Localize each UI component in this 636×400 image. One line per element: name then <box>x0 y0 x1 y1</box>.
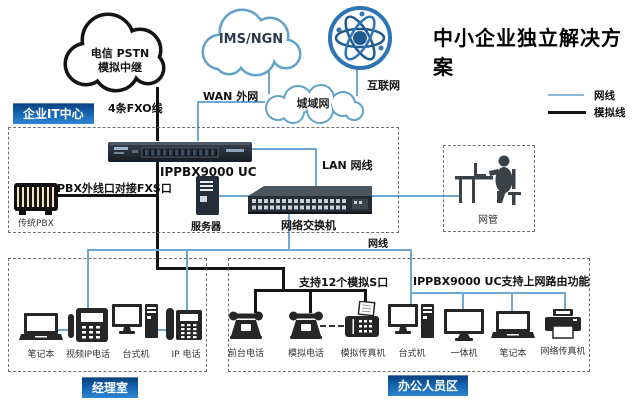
line-ippbx-analog-down <box>156 162 159 270</box>
line-internet-to-metro <box>356 66 358 96</box>
device-label: 笔记本 <box>499 349 527 359</box>
line-ims-to-metro <box>268 70 270 94</box>
line-drop-network-fax <box>564 292 566 314</box>
laptop-icon <box>19 313 63 340</box>
router-feature-label: IPPBX9000 UC支持上网路由功能 <box>413 275 590 288</box>
legend-analog-label: 模拟线 <box>594 107 626 119</box>
pbx-fxs-label: PBX外线口对接FXS口 <box>57 182 172 195</box>
line-drop-video-phone <box>87 249 89 311</box>
line-network-branch-bar <box>410 292 566 294</box>
analog-phone-icon <box>289 311 323 339</box>
pstn-cloud-line2: 模拟中继 <box>98 61 142 74</box>
line-network-trunk <box>87 249 412 251</box>
legend-network-line-swatch <box>548 94 584 96</box>
line-office-feed <box>410 249 412 294</box>
internet-label: 互联网 <box>367 79 400 92</box>
pstn-cloud-icon <box>63 12 166 93</box>
ims-cloud-icon <box>201 8 302 77</box>
line-drop-front-phone <box>254 289 257 313</box>
laptop-icon <box>491 311 535 338</box>
line-drop-office-laptop <box>511 292 513 314</box>
ippbx-label: IPPBX9000 UC <box>160 165 257 179</box>
device-label: IP 电话 <box>171 350 201 360</box>
pstn-cloud-line1: 电信 PSTN <box>90 47 150 60</box>
legend-analog-line-swatch <box>548 111 586 114</box>
analog-phone-icon <box>229 311 263 339</box>
metro-cloud-icon <box>265 84 364 124</box>
line-drop-ip-phone <box>186 249 188 311</box>
page-title: 中小企业独立解决方案 <box>433 26 622 79</box>
lan-label: LAN 网线 <box>322 159 373 172</box>
net-admin-label: 网管 <box>478 215 498 226</box>
line-wan-to-ippbx <box>197 101 199 141</box>
line-laptop-videophone <box>57 329 72 331</box>
pstn-cloud-label: 电信 PSTN 模拟中继 <box>78 47 162 75</box>
zone-box-office <box>228 258 590 372</box>
legacy-pbx-icon <box>14 183 58 211</box>
net-admin-person-icon <box>455 155 521 205</box>
switch-label: 网络交换机 <box>281 219 336 232</box>
desktop-icon <box>112 304 158 338</box>
line-switch-to-admin <box>372 195 462 197</box>
legacy-pbx-foot <box>45 211 52 215</box>
device-label: 模拟传真机 <box>340 349 386 359</box>
line-pbx-to-ippbx <box>55 194 158 197</box>
line-analog-feed <box>282 267 285 292</box>
device-label: 笔记本 <box>27 350 55 360</box>
printer-icon <box>545 309 581 339</box>
line-phone-fax-dashed <box>320 325 344 327</box>
device-label: 一体机 <box>450 349 478 359</box>
legacy-pbx-foot <box>19 211 26 215</box>
line-drop-allinone <box>462 292 464 314</box>
ippbx-device-icon <box>108 142 252 162</box>
line-wan-horizontal <box>197 101 265 103</box>
monitor-icon <box>444 309 484 341</box>
fxo-label: 4条FXO线 <box>108 102 163 115</box>
switch-icon <box>248 186 372 214</box>
internet-globe-icon <box>328 6 392 70</box>
metro-cloud-label: 城域网 <box>296 97 330 110</box>
wan-label: WAN 外网 <box>203 90 259 103</box>
legacy-pbx-label: 传统PBX <box>18 219 54 229</box>
line-pstn-to-ippbx <box>156 87 159 141</box>
line-lan-to-switch <box>315 148 317 188</box>
line-drop-analog-phone <box>309 289 312 313</box>
device-label: 台式机 <box>398 349 426 359</box>
zone-tag-it-center: 企业IT中心 <box>13 103 94 124</box>
line-drop-analog-fax <box>364 289 367 313</box>
zone-box-it-center <box>8 127 399 233</box>
zone-tag-manager: 经理室 <box>82 377 139 398</box>
line-server-to-switch <box>216 195 250 197</box>
line-drop-office-desktop <box>410 292 412 314</box>
zone-box-manager <box>8 258 207 372</box>
net-line-label: 网线 <box>368 239 388 250</box>
device-label: 模拟电话 <box>287 349 324 359</box>
zone-box-net-admin <box>443 145 535 232</box>
legend-network-label: 网线 <box>594 90 615 102</box>
server-label: 服务器 <box>191 222 221 233</box>
device-label: 视频IP电话 <box>65 350 111 360</box>
fax-icon <box>345 301 379 337</box>
video-ip-phone-icon <box>68 308 108 342</box>
device-label: 前台电话 <box>227 349 264 359</box>
ims-cloud-label: IMS/NGN <box>218 32 284 47</box>
analog-ports-label: 支持12个模拟S口 <box>299 276 389 289</box>
desktop-icon <box>388 304 434 338</box>
device-label: 台式机 <box>122 350 150 360</box>
line-analog-horizontal <box>156 267 285 270</box>
ip-phone-icon <box>166 308 202 340</box>
device-label: 网络传真机 <box>540 347 586 357</box>
line-lan-horizontal <box>251 148 317 150</box>
line-desktop-ipphone <box>157 329 172 331</box>
server-icon <box>196 176 219 215</box>
zone-tag-office: 办公人员区 <box>388 375 469 396</box>
